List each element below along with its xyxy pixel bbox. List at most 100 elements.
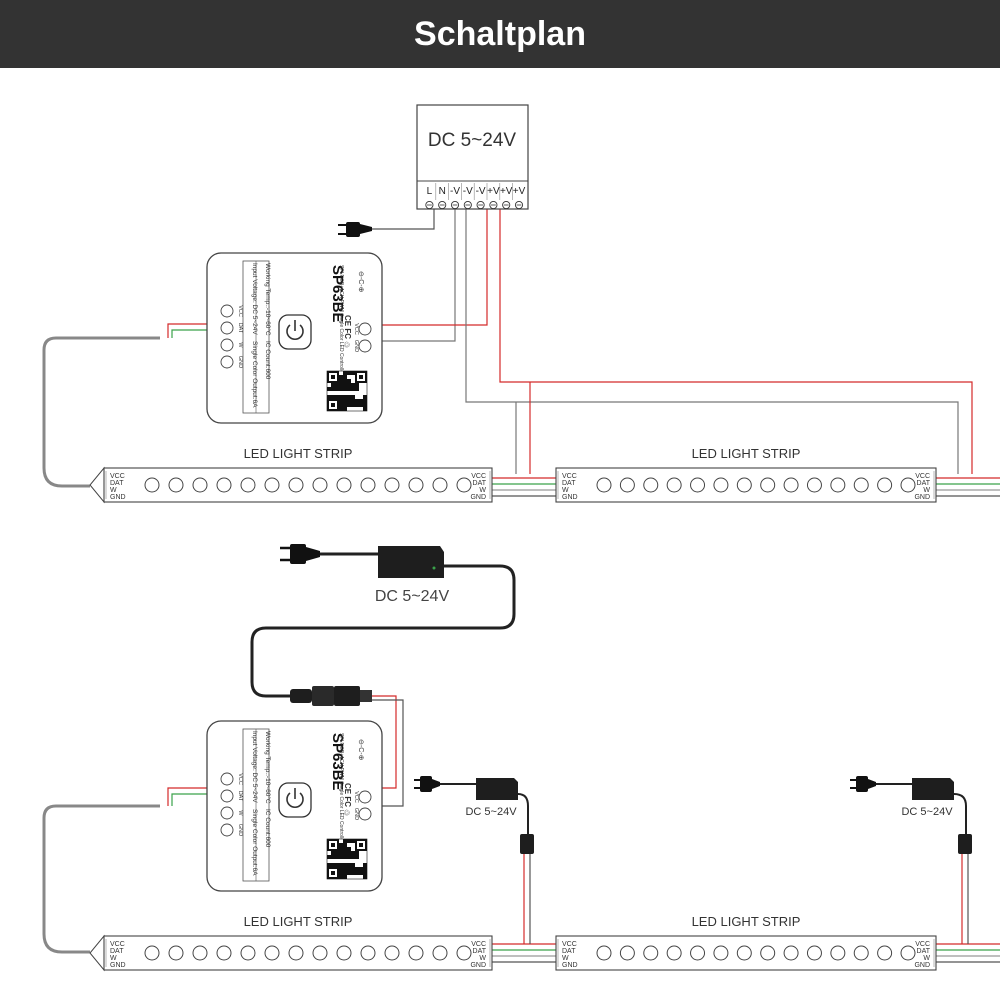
strip-pin-label-in: GND <box>562 494 578 501</box>
terminal-label: +V <box>487 186 500 197</box>
dc-jack-to-ctrl-red <box>372 695 397 789</box>
strip-pin-label-out: VCC <box>471 473 486 480</box>
qr-module <box>355 867 359 871</box>
power-adapter-large: DC 5~24V <box>280 544 449 706</box>
led-chip <box>144 477 160 493</box>
qr-module <box>347 867 351 871</box>
strip-end-cap <box>89 466 105 504</box>
output-pin-hole <box>220 789 234 803</box>
ctrl2-out-red <box>167 787 207 806</box>
dc-jack-to-ctrl-black <box>372 699 404 807</box>
qr-module <box>339 867 343 871</box>
strip-label: LED LIGHT STRIP <box>692 446 801 461</box>
led-chip <box>900 477 916 493</box>
led-chip <box>456 477 472 493</box>
adapter-led <box>432 566 436 570</box>
led-chip <box>806 945 822 961</box>
psu-pos-injection <box>499 207 973 474</box>
led-chip <box>713 945 729 961</box>
strip-label: LED LIGHT STRIP <box>692 914 801 929</box>
adapter-large-label: DC 5~24V <box>375 588 450 605</box>
qr-module <box>355 387 359 391</box>
power-button-icon <box>278 314 312 350</box>
recycle-icon: ♲ <box>342 809 351 816</box>
led-chip <box>643 477 659 493</box>
output-pin-label: VCC <box>237 305 243 317</box>
input-pin-label: VCC <box>353 791 359 803</box>
qr-module <box>331 855 335 859</box>
qr-module <box>359 403 363 407</box>
led-chip <box>432 945 448 961</box>
strip-pin-label-out: W <box>479 487 486 494</box>
qr-module <box>343 871 347 875</box>
qr-module <box>343 399 347 403</box>
strip-pin-label-out: GND <box>914 494 930 501</box>
strip-pin-label-in: DAT <box>562 480 576 487</box>
power-button-frame <box>278 782 312 818</box>
led-chip <box>900 945 916 961</box>
led-chip <box>619 945 635 961</box>
strip-pin-label-in: VCC <box>562 941 577 948</box>
ctrl2-out-green <box>171 793 207 806</box>
qr-module <box>363 875 367 879</box>
qr-module <box>339 871 343 875</box>
strip-pin-label-in: VCC <box>562 473 577 480</box>
qr-module <box>331 395 335 399</box>
qr-module <box>355 383 359 387</box>
wires <box>42 207 1000 963</box>
qr-module <box>335 851 339 855</box>
qr-module <box>351 871 355 875</box>
strip-pin-label-out: W <box>479 955 486 962</box>
output-pin-label: VCC <box>237 773 243 785</box>
led-chip <box>853 477 869 493</box>
qr-module <box>363 395 367 399</box>
led-chip <box>216 477 232 493</box>
strip-pin-label-in: GND <box>110 962 126 969</box>
led-chip <box>288 945 304 961</box>
qr-module <box>359 399 363 403</box>
qr-module <box>343 851 347 855</box>
qr-module <box>347 863 351 867</box>
led-chip <box>666 477 682 493</box>
qr-module <box>335 863 339 867</box>
adapter-small-left-label: DC 5~24V <box>465 806 517 818</box>
input-pin-label: VCC <box>353 323 359 335</box>
strip-pin-label-out: DAT <box>473 948 487 955</box>
led-chip <box>596 945 612 961</box>
qr-module <box>331 851 335 855</box>
strip-pin-label-in: GND <box>562 962 578 969</box>
led-chip <box>312 945 328 961</box>
adapter-small-right-label: DC 5~24V <box>901 806 953 818</box>
controller-subtitle: SPI RGB+1CH PWM Single Color LED Control… <box>338 733 344 843</box>
strip-pin-label-out: GND <box>914 962 930 969</box>
mains-cable-top <box>372 207 435 230</box>
terminal-label: -V <box>450 186 460 197</box>
qr-module <box>347 871 351 875</box>
adapter-dc-cable <box>250 564 516 698</box>
qr-module <box>351 855 355 859</box>
led-chip <box>168 945 184 961</box>
led-chip <box>736 477 752 493</box>
qr-module <box>343 875 347 879</box>
qr-module <box>347 387 351 391</box>
led-chip <box>690 477 706 493</box>
cert-marks: CE FC <box>343 783 352 807</box>
qr-module <box>343 395 347 399</box>
input-pin-hole <box>358 322 372 336</box>
qr-module <box>355 855 359 859</box>
led-chip <box>360 477 376 493</box>
qr-code-icon <box>326 838 368 880</box>
qr-module <box>339 847 343 851</box>
qr-module <box>347 379 351 383</box>
qr-module <box>359 871 363 875</box>
qr-module <box>331 387 335 391</box>
qr-module <box>363 863 367 867</box>
led-chip <box>760 945 776 961</box>
qr-module <box>327 387 331 391</box>
small-adapter2-dc <box>953 793 967 834</box>
